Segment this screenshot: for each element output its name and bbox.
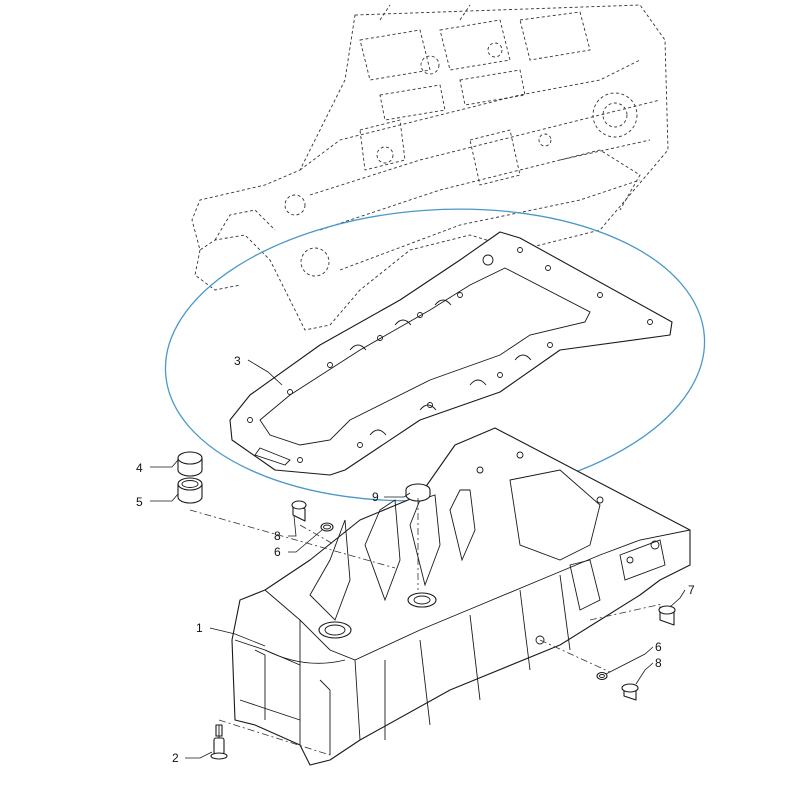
washer-upper[interactable] (320, 522, 334, 532)
callout-5: 5 (136, 495, 143, 509)
oil-pan-gasket[interactable] (229, 231, 673, 476)
callout-8-upper: 8 (274, 529, 281, 543)
drain-plug-upper[interactable] (291, 500, 307, 522)
callout-3: 3 (234, 354, 241, 368)
callout-2: 2 (172, 751, 179, 765)
pan-bolt[interactable] (210, 724, 228, 760)
callout-8-lower: 8 (655, 656, 662, 670)
sleeve[interactable] (177, 477, 203, 504)
callout-1: 1 (196, 621, 203, 635)
callout-leaders (150, 359, 686, 759)
assembly-centerlines (189, 498, 663, 756)
callout-6-upper: 6 (274, 545, 281, 559)
washer-lower[interactable] (596, 671, 608, 681)
callout-7: 7 (688, 583, 695, 597)
cap[interactable] (177, 451, 203, 477)
callout-6-lower: 6 (655, 640, 662, 654)
callout-9: 9 (372, 490, 379, 504)
callout-4: 4 (136, 461, 143, 475)
drain-plug-lower[interactable] (621, 683, 639, 701)
plug[interactable] (658, 605, 676, 626)
oil-pan[interactable] (231, 427, 691, 766)
callout-labels: 3 4 5 1 2 8 6 9 7 6 8 (136, 354, 695, 765)
